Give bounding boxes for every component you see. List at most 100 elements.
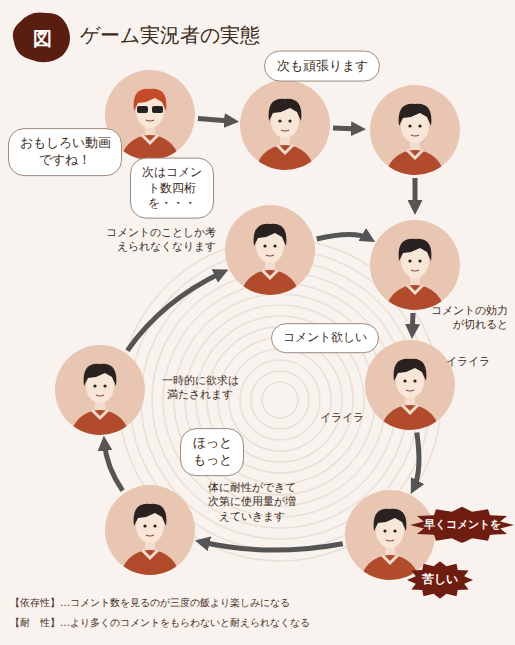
collar — [262, 270, 278, 278]
cycle-arrow — [201, 542, 343, 550]
sunglasses — [137, 106, 148, 113]
shirt — [240, 270, 300, 330]
speech-bubble: 次も頑張ります — [264, 51, 380, 82]
eye — [403, 379, 406, 382]
eye — [288, 119, 291, 122]
cycle-arrow — [414, 433, 419, 489]
mouth — [406, 390, 414, 391]
speech-text: 次はコメント数四桁を・・・ — [141, 165, 203, 212]
caption-text: イライラ — [318, 411, 366, 425]
hair — [374, 509, 407, 531]
ring-line — [251, 371, 309, 429]
burst-text: 苦しい — [420, 572, 460, 588]
collar — [142, 550, 158, 558]
hair — [394, 359, 427, 381]
ring-line — [229, 349, 331, 451]
eye — [393, 529, 396, 532]
shirt — [255, 145, 315, 205]
caption-box: イライラ — [443, 354, 493, 370]
cycle-arrow — [104, 442, 122, 491]
figure-node: 早くコメントを苦しい — [345, 490, 435, 580]
burst-shape: 苦しい — [412, 566, 468, 594]
person-figure — [120, 504, 180, 610]
person-figure — [255, 99, 315, 205]
shirt — [360, 555, 420, 615]
footnote: 【耐 性】…より多くのコメントをもらわないと耐えられなくなる — [10, 616, 310, 629]
speech-text: おもしろい動画ですね！ — [19, 135, 111, 169]
mouth — [146, 535, 154, 536]
figure-mark-box: 図 — [33, 26, 52, 51]
cycle-arrow — [317, 235, 370, 240]
flow-arrow — [413, 178, 418, 209]
figure-node: おもしろい動画ですね！ — [105, 70, 195, 160]
caption-box: 体に耐性ができて次第に使用量が増えていきます — [205, 480, 299, 525]
speech-text: ほっともっと — [191, 435, 233, 469]
figure-node: コメント欲しいイライライライラ — [365, 340, 455, 430]
eye — [408, 259, 411, 262]
collar — [382, 555, 398, 563]
figure-node: 次はコメント数四桁を・・・コメントのことしか考えられなくなります — [225, 205, 315, 295]
collar — [142, 135, 158, 143]
collar — [277, 145, 293, 153]
collar — [92, 410, 108, 418]
footnote: 【依存性】…コメント数を見るのが三度の飯より楽しみになる — [10, 596, 290, 609]
person-figure — [385, 239, 445, 345]
person-figure — [70, 364, 130, 470]
caption-box: イライラ — [317, 410, 367, 426]
shirt — [70, 410, 130, 470]
speech-bubble: おもしろい動画ですね！ — [8, 128, 122, 176]
eye — [278, 119, 281, 122]
hair — [269, 99, 302, 121]
footnote-box: 【依存性】…コメント数を見るのが三度の飯より楽しみになる — [10, 596, 290, 609]
title: ゲーム実況者の実態 — [80, 22, 260, 48]
person-figure — [385, 104, 445, 210]
collar — [407, 285, 423, 293]
burst-shape: 早くコメントを — [415, 512, 509, 538]
cycle-arrow — [198, 119, 233, 122]
caption-text: コメントのことしか考えられなくなります — [104, 226, 216, 255]
mouth — [146, 120, 154, 121]
speech-bubble: 次はコメント数四桁を・・・ — [130, 158, 214, 219]
caption-text: コメントの効力が切れると — [428, 304, 508, 333]
speech-bubble: コメント欲しい — [271, 323, 379, 353]
eye — [418, 259, 421, 262]
eye — [143, 524, 146, 527]
footnote-box: 【耐 性】…より多くのコメントをもらわないと耐えられなくなる — [10, 616, 310, 629]
eye — [93, 384, 96, 387]
collar — [402, 405, 418, 413]
eye — [418, 124, 421, 127]
cycle-arrow — [410, 313, 416, 333]
caption-box: コメントのことしか考えられなくなります — [103, 225, 217, 256]
ring-line — [262, 382, 298, 418]
figure-node: ほっともっと体に耐性ができて次第に使用量が増えていきます — [105, 485, 195, 575]
hair — [399, 239, 432, 261]
figure-node: 一時的に欲求は満たされます — [55, 345, 145, 435]
eye — [153, 524, 156, 527]
shirt — [385, 150, 445, 210]
mouth — [96, 395, 104, 396]
eye — [273, 244, 276, 247]
ring-line — [240, 360, 320, 440]
mouth — [411, 135, 419, 136]
mouth — [266, 255, 274, 256]
person-figure — [240, 224, 300, 330]
hair — [254, 224, 287, 246]
caption-box: 一時的に欲求は満たされます — [159, 373, 241, 404]
figure-mark: 図 — [33, 26, 52, 51]
person-figure — [380, 359, 440, 465]
title-box: ゲーム実況者の実態 — [80, 22, 260, 48]
figure-node: コメントの効力が切れると — [370, 220, 460, 310]
collar — [407, 150, 423, 158]
caption-text: 体に耐性ができて次第に使用量が増えていきます — [206, 481, 298, 524]
mouth — [411, 270, 419, 271]
hair — [134, 504, 167, 526]
caption-text: イライラ — [444, 355, 492, 369]
hair — [84, 364, 117, 386]
burst-star — [410, 507, 514, 543]
title-blob — [13, 12, 70, 62]
eye — [413, 379, 416, 382]
eye — [408, 124, 411, 127]
caption-text: 一時的に欲求は満たされます — [160, 374, 240, 403]
figure-node: 次も頑張ります — [240, 80, 330, 170]
